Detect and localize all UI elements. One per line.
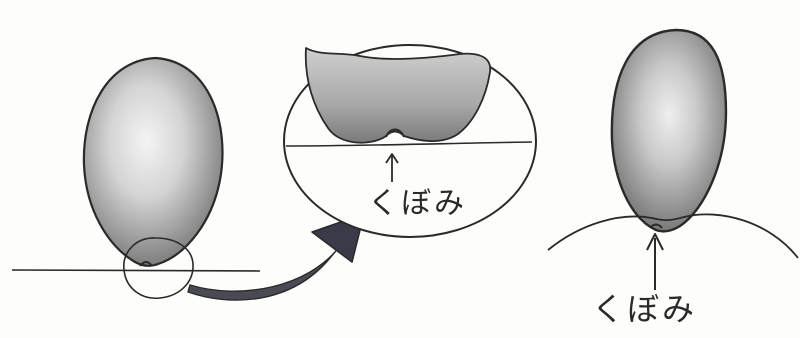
left-figure — [12, 58, 260, 298]
right-label: くぼみ — [592, 284, 697, 330]
right-pointer-arrow — [647, 234, 663, 290]
left-ground-line — [12, 270, 260, 271]
left-egg — [84, 58, 223, 266]
zoom-label: くぼみ — [368, 178, 467, 222]
right-figure — [548, 30, 798, 290]
right-egg — [612, 30, 726, 231]
zoom-arrow-shaft — [188, 246, 340, 300]
zoom-arrow — [188, 214, 364, 300]
zoom-egg-blob — [306, 48, 490, 143]
